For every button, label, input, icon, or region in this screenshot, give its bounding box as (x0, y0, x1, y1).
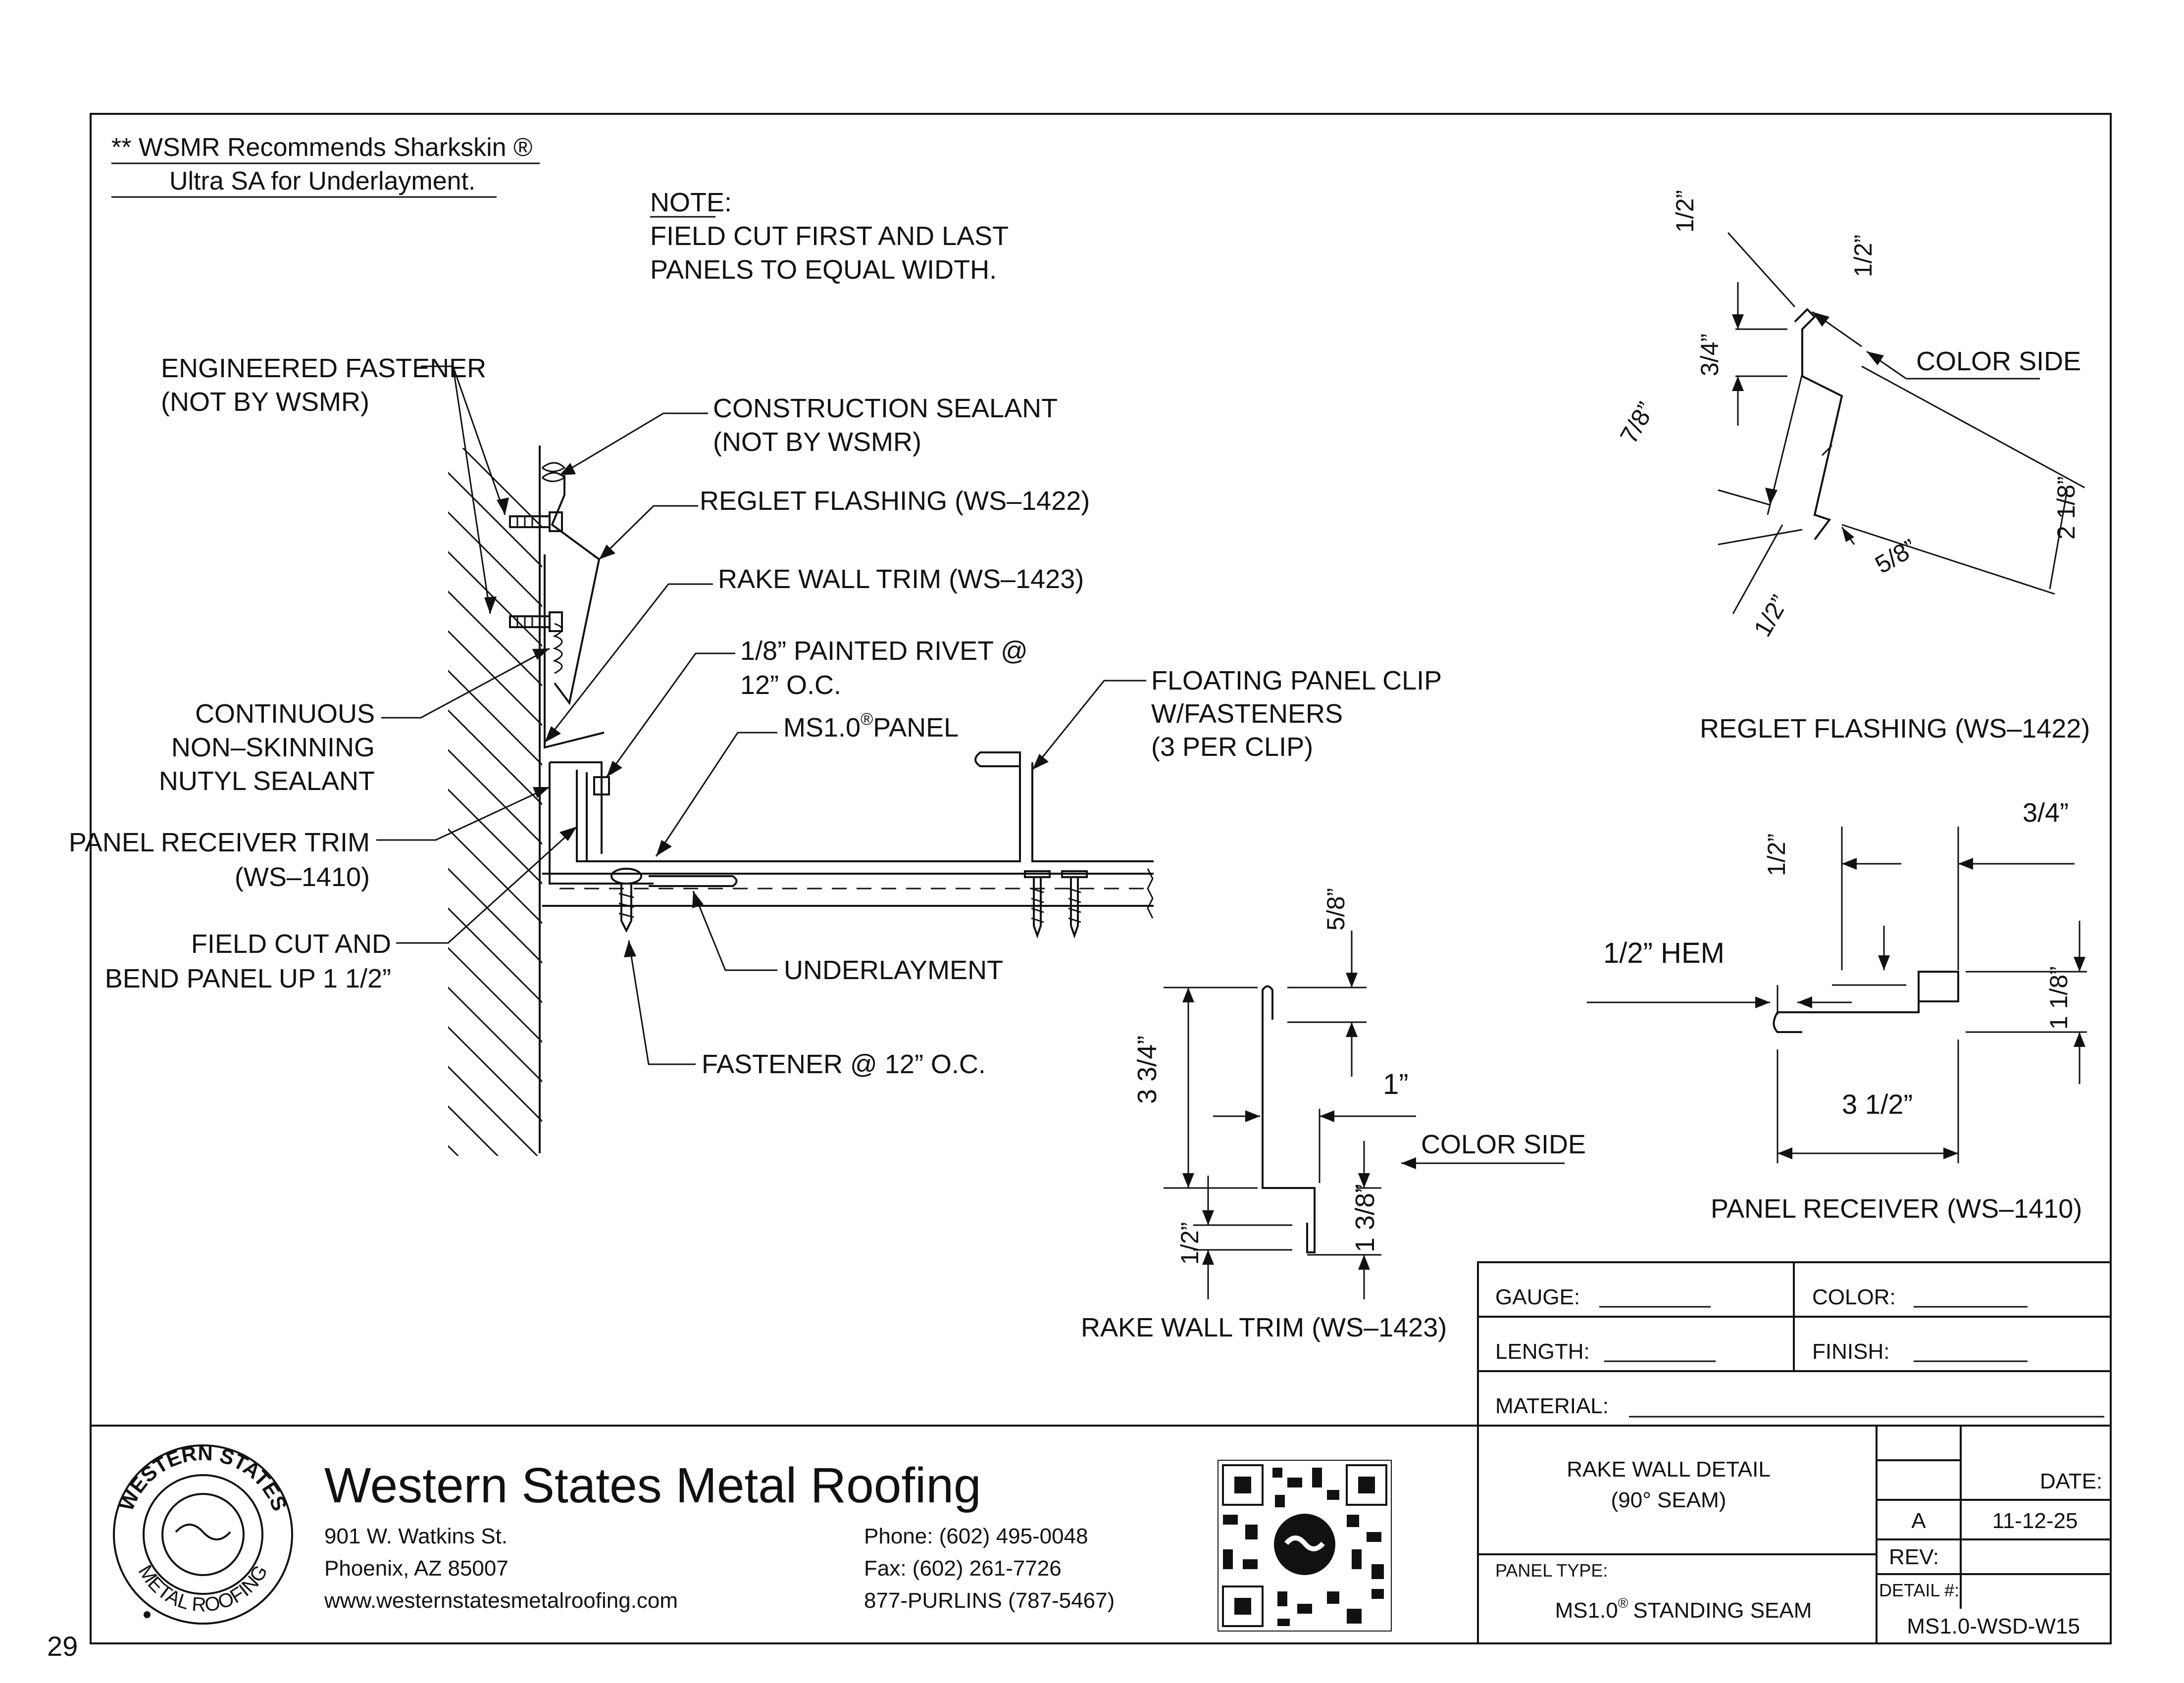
ms1-panel-section (576, 762, 1021, 862)
field-cut-note: NOTE: FIELD CUT FIRST AND LAST PANELS TO… (650, 188, 1009, 285)
svg-text:PANELS TO EQUAL WIDTH.: PANELS TO EQUAL WIDTH. (650, 255, 997, 285)
svg-text:3 1/2”: 3 1/2” (1842, 1089, 1913, 1120)
sharkskin-note: ** WSMR Recommends Sharkskin ® Ultra SA … (111, 133, 540, 198)
callout-floating-clip-sub2: (3 PER CLIP) (1151, 732, 1313, 762)
svg-text:DATE:: DATE: (2040, 1469, 2102, 1493)
svg-text:COLOR SIDE: COLOR SIDE (1916, 346, 2081, 376)
svg-text:1/2”: 1/2” (1849, 235, 1877, 277)
callout-field-cut: FIELD CUT AND (191, 929, 391, 959)
receiver-detail-title: PANEL RECEIVER (WS–1410) (1711, 1194, 2082, 1224)
callout-rivet-sub: 12” O.C. (740, 670, 841, 700)
svg-text:NOTE:: NOTE: (650, 188, 732, 217)
svg-text:A: A (1911, 1509, 1926, 1533)
company-fax: Fax: (602) 261-7726 (864, 1556, 1062, 1581)
svg-text:PANEL TYPE:: PANEL TYPE: (1495, 1560, 1608, 1581)
rake-detail-title: RAKE WALL TRIM (WS–1423) (1081, 1313, 1447, 1342)
callout-construction-sealant: CONSTRUCTION SEALANT (713, 394, 1058, 423)
panel-fastener (610, 868, 738, 933)
svg-text:1”: 1” (1383, 1068, 1409, 1100)
svg-text:7/8”: 7/8” (1615, 397, 1660, 448)
callout-field-cut-sub: BEND PANEL UP 1 1/2” (105, 964, 391, 993)
roof-deck (542, 868, 1154, 919)
svg-text:5/8”: 5/8” (1871, 534, 1922, 579)
svg-text:DETAIL #:: DETAIL #: (1879, 1580, 1959, 1600)
leader-lines (376, 365, 1146, 1065)
callout-nutyl-sealant: CONTINUOUS (195, 699, 375, 729)
svg-text:REV:: REV: (1889, 1545, 1939, 1569)
spec-box: GAUGE: COLOR: LENGTH: FINISH: MATERIAL: (1477, 1261, 2112, 1427)
company-logo: WESTERN STATES METAL ROOFING (113, 1441, 293, 1625)
svg-text:FIELD CUT FIRST AND LAST: FIELD CUT FIRST AND LAST (650, 221, 1009, 251)
construction-sealant-bead (542, 462, 566, 482)
svg-text:Ultra SA for Underlayment.: Ultra SA for Underlayment. (169, 167, 475, 196)
callout-engineered-fastener: ENGINEERED FASTENER (161, 353, 486, 383)
nutyl-sealant-bead (553, 623, 563, 674)
svg-text:LENGTH:: LENGTH: (1495, 1339, 1590, 1364)
svg-text:3/4”: 3/4” (1696, 334, 1724, 376)
reglet-detail-title: REGLET FLASHING (WS–1422) (1700, 714, 2090, 743)
callout-floating-clip: FLOATING PANEL CLIP (1151, 666, 1442, 695)
callout-nutyl-sealant-sub2: NUTYL SEALANT (159, 766, 375, 796)
reglet-flashing-detail: COLOR SIDE (1718, 232, 2085, 614)
svg-text:RAKE WALL DETAIL: RAKE WALL DETAIL (1567, 1457, 1771, 1482)
rake-wall-trim-detail: 1” COLOR SIDE 5/8” 3 3/4” 1 3/8” 1/2” (1132, 888, 1586, 1299)
svg-text:1/2” HEM: 1/2” HEM (1603, 937, 1725, 969)
painted-rivet (593, 776, 610, 795)
svg-text:5/8”: 5/8” (1322, 888, 1350, 931)
callout-floating-clip-sub1: W/FASTENERS (1151, 699, 1343, 729)
svg-text:1/2”: 1/2” (1176, 1222, 1204, 1265)
company-tollfree: 877-PURLINS (787-5467) (864, 1588, 1115, 1613)
svg-text:1/2”: 1/2” (1671, 190, 1699, 233)
callout-rake-wall-trim: RAKE WALL TRIM (WS–1423) (718, 564, 1084, 594)
svg-text:3/4”: 3/4” (2023, 798, 2069, 828)
svg-text:METAL ROOFING: METAL ROOFING (134, 1561, 272, 1616)
svg-text:MS1.0®STANDING SEAM: MS1.0®STANDING SEAM (1555, 1595, 1812, 1623)
svg-text:MS1.0-WSD-W15: MS1.0-WSD-W15 (1907, 1614, 2080, 1638)
callout-panel: MS1.0®PANEL (783, 710, 959, 742)
callout-underlayment: UNDERLAYMENT (784, 955, 1003, 985)
panel-receiver-detail: 1/2” HEM 3/4” 1/2” 1 1/8” 3 1/2” (1587, 798, 2087, 1163)
callout-reglet-flashing: REGLET FLASHING (WS–1422) (700, 486, 1090, 516)
company-name: Western States Metal Roofing (324, 1458, 981, 1513)
callout-nutyl-sealant-sub1: NON–SKINNING (171, 733, 375, 762)
reglet-dims: 1/2” 1/2” 3/4” 7/8” 2 1/8” 5/8” 1/2” (1615, 190, 2080, 642)
callout-construction-sealant-sub: (NOT BY WSMR) (713, 427, 921, 457)
svg-text:(90° SEAM): (90° SEAM) (1611, 1488, 1727, 1512)
company-address-1: 901 W. Watkins St. (324, 1524, 508, 1548)
rake-wall-trim-section (544, 554, 605, 749)
callout-panel-receiver-sub: (WS–1410) (235, 862, 370, 892)
company-phone: Phone: (602) 495-0048 (864, 1524, 1088, 1548)
panel-seam (974, 751, 1154, 862)
clip-fasteners (1024, 870, 1088, 939)
svg-text:COLOR:: COLOR: (1812, 1285, 1896, 1309)
svg-text:1 1/8”: 1 1/8” (2045, 966, 2073, 1030)
company-website[interactable]: www.westernstatesmetalroofing.com (324, 1588, 678, 1613)
engineered-fasteners (509, 511, 563, 632)
svg-text:GAUGE:: GAUGE: (1495, 1285, 1580, 1309)
svg-text:** WSMR Recommends Sharkskin ®: ** WSMR Recommends Sharkskin ® (111, 133, 532, 162)
reglet-flashing (551, 475, 601, 705)
svg-text:MATERIAL:: MATERIAL: (1495, 1394, 1609, 1418)
svg-text:WESTERN STATES: WESTERN STATES (114, 1441, 292, 1514)
callout-rivet: 1/8” PAINTED RIVET @ (740, 636, 1028, 666)
svg-text:FINISH:: FINISH: (1812, 1339, 1889, 1364)
svg-text:1/2”: 1/2” (1763, 834, 1790, 876)
company-address-2: Phoenix, AZ 85007 (324, 1556, 508, 1581)
page-number: 29 (47, 1631, 78, 1662)
svg-text:11-12-25: 11-12-25 (1992, 1509, 2078, 1533)
callout-engineered-fastener-sub: (NOT BY WSMR) (161, 387, 369, 417)
callout-fastener: FASTENER @ 12” O.C. (702, 1049, 986, 1079)
svg-text:COLOR SIDE: COLOR SIDE (1421, 1130, 1586, 1159)
svg-text:1 3/8”: 1 3/8” (1350, 1184, 1380, 1252)
svg-text:3 3/4”: 3 3/4” (1132, 1036, 1162, 1104)
callout-panel-receiver: PANEL RECEIVER TRIM (69, 828, 370, 857)
sheet-border (90, 113, 2112, 1644)
title-block: RAKE WALL DETAIL (90° SEAM) PANEL TYPE: … (1477, 1425, 2112, 1644)
qr-code (1218, 1460, 1392, 1632)
wall-hatch (448, 448, 542, 1156)
svg-text:2 1/8”: 2 1/8” (2052, 476, 2080, 540)
svg-text:1/2”: 1/2” (1748, 591, 1794, 642)
